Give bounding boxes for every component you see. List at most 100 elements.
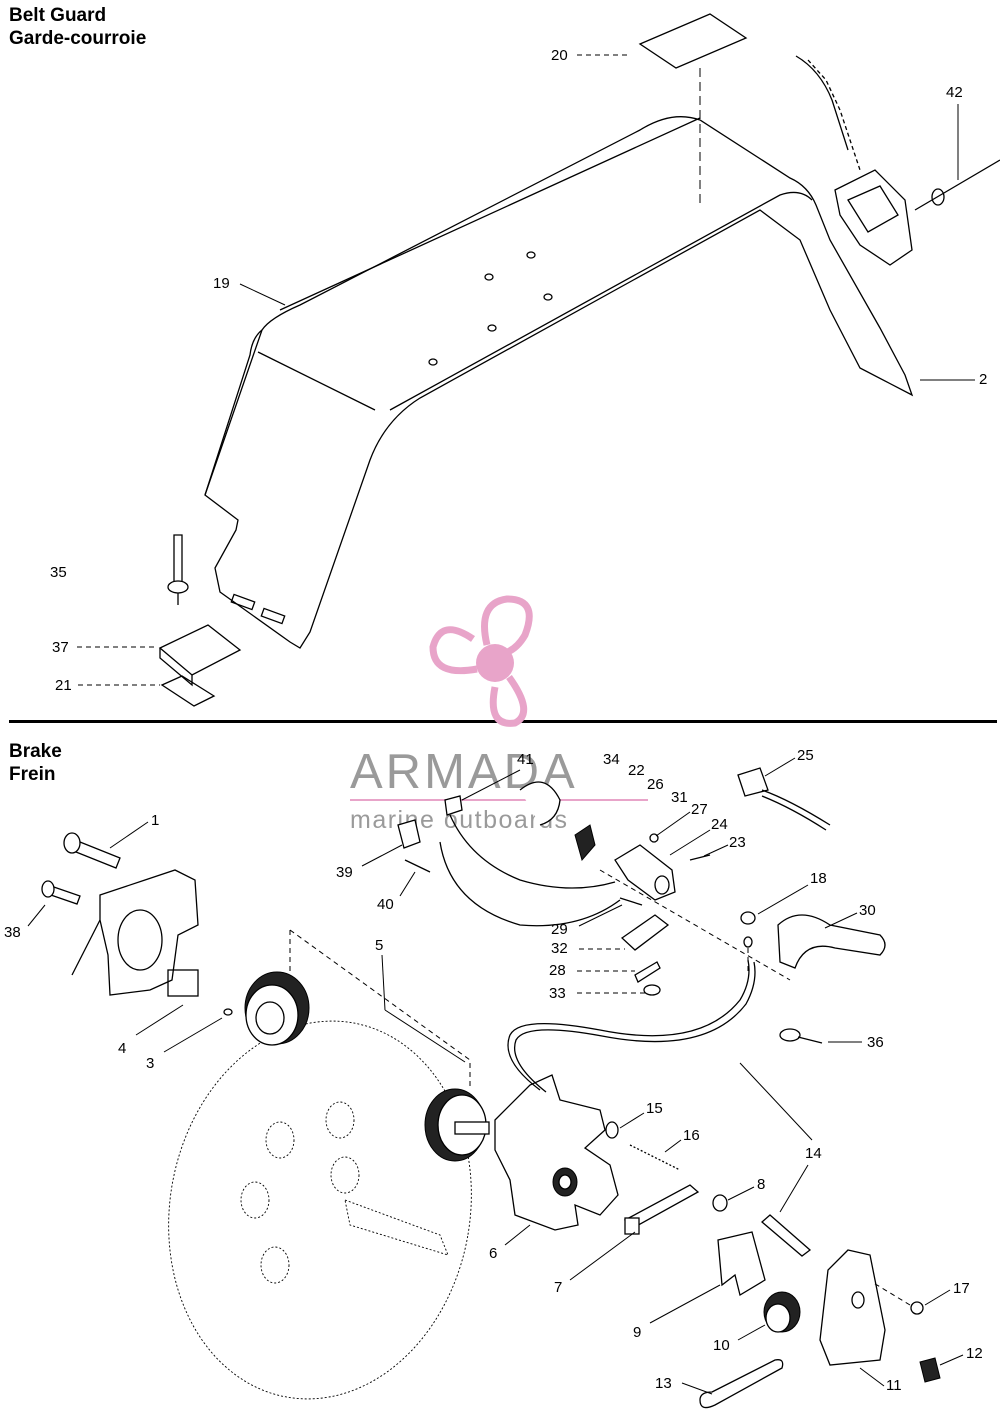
bolt-head <box>63 832 81 854</box>
callout-leader <box>109 821 149 849</box>
guard-hole <box>428 358 438 366</box>
kill-switch-part <box>737 767 769 797</box>
caliper-bore <box>117 909 163 971</box>
belt-guard-top-edge <box>279 117 701 311</box>
callout-leader <box>727 1186 755 1201</box>
guard-slot <box>230 593 256 611</box>
callout-label: 16 <box>683 1127 700 1144</box>
pulley-hole <box>260 1246 290 1284</box>
callout-leader <box>859 1367 885 1387</box>
brake-title-fr: Frein <box>9 764 56 785</box>
callout-label: 33 <box>549 985 566 1002</box>
pulley-shaft <box>344 1199 449 1256</box>
guard-bracket-part <box>834 169 913 266</box>
decal-part <box>638 13 748 69</box>
callout-leader <box>569 1231 636 1281</box>
callout-leader <box>381 954 386 1011</box>
callout-leader <box>163 1017 223 1053</box>
switch-part <box>397 819 421 849</box>
rod-end <box>624 1217 640 1235</box>
brake-pad-center <box>255 1001 285 1035</box>
brake-cover-part <box>819 1249 886 1366</box>
screw-part <box>919 1357 941 1383</box>
belt-guard-callouts: 20 42 19 2 35 37 21 <box>50 47 987 694</box>
brake-assembly <box>41 767 941 1409</box>
brake-title-en: Brake <box>9 741 62 762</box>
clip-part <box>605 1121 619 1139</box>
pin-part <box>743 936 753 948</box>
nut-part <box>740 911 756 925</box>
brake-lever-part <box>494 1074 619 1231</box>
belt-guard-title-en: Belt Guard <box>9 5 107 26</box>
assembly-line <box>871 1281 911 1306</box>
callout-leader <box>739 1062 813 1141</box>
hand-lever-part <box>777 914 886 969</box>
pulley-hole <box>325 1101 355 1139</box>
callout-label: 9 <box>633 1324 641 1341</box>
bolt-head <box>167 580 189 594</box>
callout-label: 31 <box>671 789 688 806</box>
belt-guard-edge <box>204 329 263 496</box>
callout-label: 25 <box>797 747 814 764</box>
throttle-housing-part <box>614 844 676 901</box>
clip-part <box>158 624 242 676</box>
pulley-hole <box>265 1121 295 1159</box>
callout-label: 19 <box>213 275 230 292</box>
callout-label: 37 <box>52 639 69 656</box>
pulley-outline <box>168 1020 472 1400</box>
brake-pad-stud <box>454 1121 490 1135</box>
callout-label: 17 <box>953 1280 970 1297</box>
callout-label: 28 <box>549 962 566 979</box>
belt-guard-title: Belt Guard Garde-courroie <box>9 4 146 50</box>
callout-label: 12 <box>966 1345 983 1362</box>
callout-label: 24 <box>711 816 728 833</box>
belt-guard-assembly <box>158 13 1000 707</box>
callout-label: 15 <box>646 1100 663 1117</box>
spring-part-outline <box>795 55 849 151</box>
washer-part <box>643 984 661 996</box>
callout-leader <box>757 884 809 915</box>
guard-hole <box>543 293 553 301</box>
callout-label: 10 <box>713 1337 730 1354</box>
callout-leader <box>27 904 46 927</box>
armada-watermark: ARMADA marine outboards <box>350 595 648 834</box>
guard-hole <box>526 251 536 259</box>
adjuster-knob-face <box>765 1303 791 1333</box>
callout-leader <box>461 769 521 801</box>
lever-housing-part <box>519 781 561 826</box>
bracket-part <box>717 1231 766 1297</box>
bushing-part <box>574 824 596 862</box>
callout-label: 40 <box>377 896 394 913</box>
guard-slot <box>260 607 286 625</box>
spring-part <box>807 59 861 171</box>
washer-part <box>223 1008 233 1016</box>
caliper-arm <box>71 919 101 976</box>
lever-link-part <box>620 914 670 951</box>
screw-part <box>910 1301 924 1315</box>
spring-part <box>629 1144 681 1171</box>
kill-switch-wire <box>761 795 827 831</box>
callout-label: 22 <box>628 762 645 779</box>
callout-leader <box>384 1009 466 1063</box>
clip-part <box>404 859 431 873</box>
eye-bolt-part <box>779 1028 801 1042</box>
callout-leader <box>135 1004 184 1036</box>
spring-pin-part <box>619 897 643 906</box>
guard-bracket-plate <box>847 185 899 233</box>
callout-label: 30 <box>859 902 876 919</box>
callout-label: 2 <box>979 371 987 388</box>
callout-label: 26 <box>647 776 664 793</box>
brake-title: Brake Frein <box>9 740 62 786</box>
assembly-line <box>289 929 471 1090</box>
brake-lever-pivot-hole <box>558 1174 572 1190</box>
callout-leader <box>649 1284 721 1324</box>
callout-label: 32 <box>551 940 568 957</box>
cotter-pin-part <box>699 1359 784 1409</box>
callout-label: 36 <box>867 1034 884 1051</box>
pin-part <box>689 854 711 861</box>
callout-label: 41 <box>517 751 534 768</box>
belt-guard-lower-edge <box>389 191 813 411</box>
callout-leader <box>655 811 691 837</box>
callout-label: 27 <box>691 801 708 818</box>
